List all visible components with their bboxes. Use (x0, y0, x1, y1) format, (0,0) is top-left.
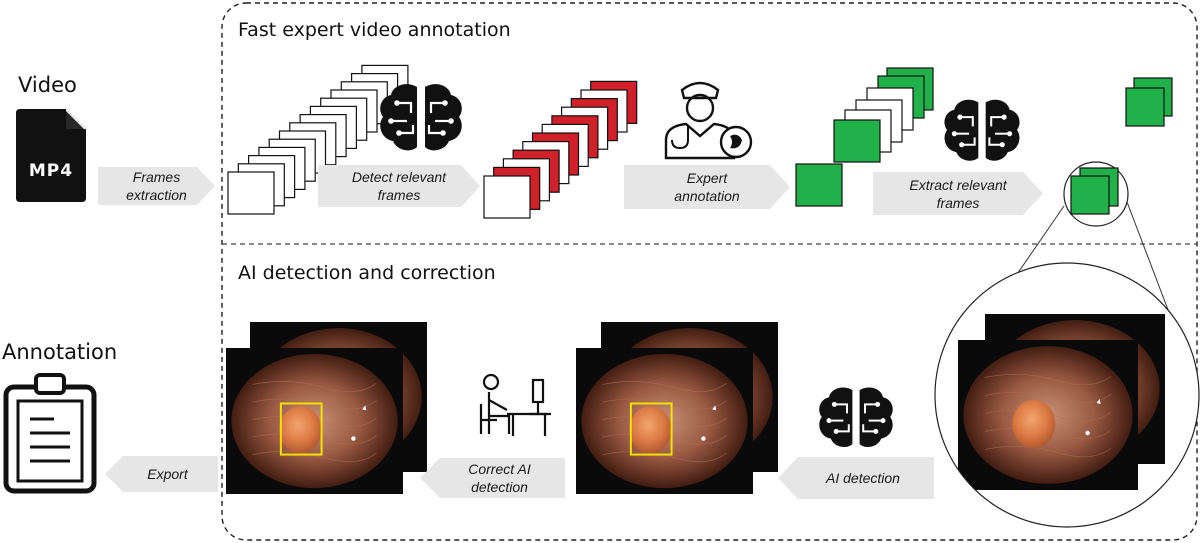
arrow-shape (318, 165, 480, 207)
section-title-expert-annotation: Fast expert video annotation (238, 19, 511, 41)
annotated-frame (1125, 87, 1165, 127)
pipeline-container (221, 2, 1198, 541)
ai-detection-label: AI detection (826, 470, 900, 486)
doctor-icon (664, 81, 753, 160)
annotated-frame (795, 163, 843, 207)
endoscopy-images (226, 262, 1200, 528)
correct-ai-detection-arrow: Correct AI detection (420, 458, 565, 498)
frames-extraction-label: Frames extraction (126, 169, 187, 203)
endoscopy-frame (958, 340, 1138, 490)
endoscopy-frame (576, 348, 753, 494)
video-frame (227, 171, 275, 215)
arrow-shape (778, 457, 934, 499)
arrow-shape (873, 172, 1043, 215)
frames-extraction-arrow: Frames extraction (98, 167, 215, 205)
expert-annotation-label: Expert annotation (674, 170, 740, 204)
annotation-label: Annotation (2, 340, 118, 364)
mp4-file-icon: MP4 (16, 109, 86, 202)
detect-relevant-frames-arrow: Detect relevant frames (318, 165, 480, 207)
endoscopy-frame (226, 348, 403, 494)
expert-annotation-arrow: Expert annotation (624, 165, 790, 209)
detection-box (279, 402, 323, 456)
annotated-frame (833, 119, 881, 163)
clipboard-icon (3, 373, 97, 494)
detection-box (629, 402, 673, 456)
detect-relevant-frames-label: Detect relevant frames (351, 169, 447, 203)
brain-circuit-icon (944, 99, 1020, 161)
annotated-frame (1070, 175, 1110, 215)
magnifier-circle (934, 262, 1200, 528)
export-label: Export (147, 466, 188, 482)
mp4-badge-text: MP4 (28, 161, 74, 181)
relevant-frames-stack (483, 80, 638, 219)
brain-circuit-icon (819, 387, 893, 448)
brain-circuit-icon (380, 84, 462, 151)
section-title-ai-detection: AI detection and correction (238, 262, 496, 284)
arrow-shape (624, 165, 790, 209)
video-frame (483, 175, 531, 219)
extracted-frames-stack (795, 67, 1173, 227)
ai-detection-arrow: AI detection (778, 457, 934, 499)
extract-relevant-frames-arrow: Extract relevant frames (873, 172, 1043, 215)
arrow-shape (420, 458, 565, 498)
video-label: Video (18, 73, 77, 97)
extract-relevant-frames-label: Extract relevant frames (909, 176, 1007, 211)
export-arrow: Export (105, 456, 218, 492)
correct-ai-detection-label: Correct AI detection (468, 461, 531, 495)
icons (3, 81, 1020, 494)
arrow-shape (105, 456, 218, 492)
arrow-shape (98, 167, 215, 205)
person-at-computer-icon (479, 373, 551, 436)
magnified-frames (935, 263, 1199, 527)
